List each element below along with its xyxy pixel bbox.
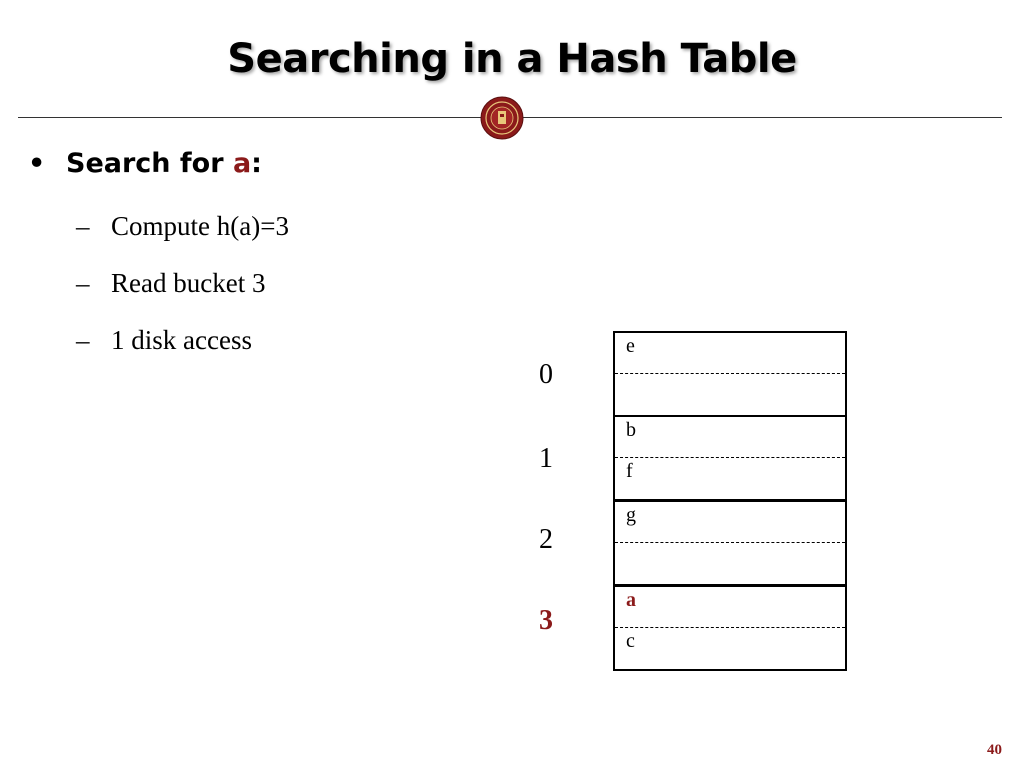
bucket-1: b f: [613, 415, 847, 501]
bucket-slot: g: [615, 502, 845, 543]
bucket-slot: [615, 374, 845, 415]
bucket-index-2: 2: [539, 524, 553, 555]
page-number: 40: [987, 742, 1002, 758]
subpoint-text: Compute h(a)=3: [111, 211, 289, 241]
subpoint-text: 1 disk access: [111, 325, 252, 355]
bucket-slot-target: a: [615, 587, 845, 628]
bucket-slot: [615, 543, 845, 584]
bucket-index-1: 1: [539, 443, 553, 474]
bullet-marker: •: [28, 148, 46, 179]
bucket-2: g: [613, 500, 847, 586]
subpoint-text: Read bucket 3: [111, 268, 266, 298]
search-key: a: [232, 148, 252, 179]
bullet-prefix: Search for: [66, 148, 233, 179]
bucket-slot: c: [626, 630, 635, 652]
bullet-suffix: :: [251, 148, 262, 179]
bucket-0: e: [613, 331, 847, 417]
bucket-slot: b: [615, 417, 845, 458]
bucket-3: a c: [613, 585, 847, 671]
university-seal-logo: [480, 96, 524, 140]
dash-marker: –: [76, 211, 90, 241]
bucket-index-3: 3: [539, 605, 553, 636]
bullet-text: Search for a:: [66, 148, 262, 179]
bucket-slot: f: [626, 460, 633, 482]
slide-title: Searching in a Hash Table: [227, 36, 797, 82]
bucket-index-0: 0: [539, 359, 553, 390]
bucket-slot: e: [615, 333, 845, 374]
dash-marker: –: [76, 325, 90, 355]
dash-marker: –: [76, 268, 90, 298]
